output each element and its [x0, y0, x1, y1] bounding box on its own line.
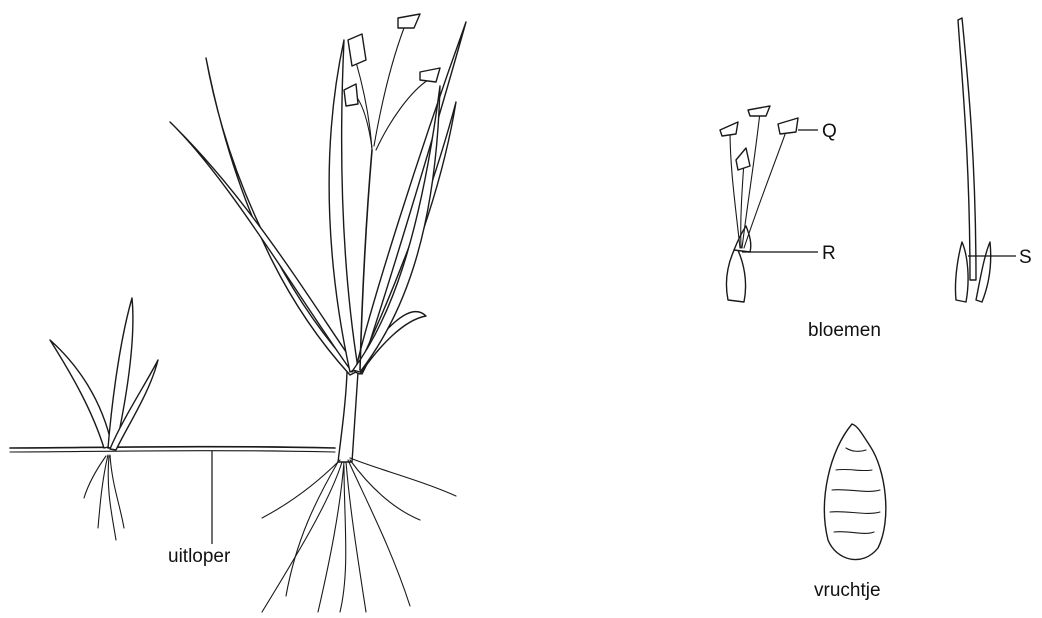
flower-pistil [955, 18, 990, 302]
marker-r-label: R [822, 243, 836, 264]
fruit-drawing [824, 424, 885, 560]
runner-stolon [10, 447, 335, 452]
fruit-label: vruchtje [814, 580, 881, 601]
runner-label: uitloper [168, 546, 231, 567]
daughter-plant [50, 298, 158, 540]
marker-q-label: Q [822, 121, 837, 142]
mother-plant [170, 14, 466, 612]
flowers-label: bloemen [808, 320, 881, 341]
marker-s-label: S [1019, 247, 1032, 268]
flower-stamens [720, 106, 798, 302]
